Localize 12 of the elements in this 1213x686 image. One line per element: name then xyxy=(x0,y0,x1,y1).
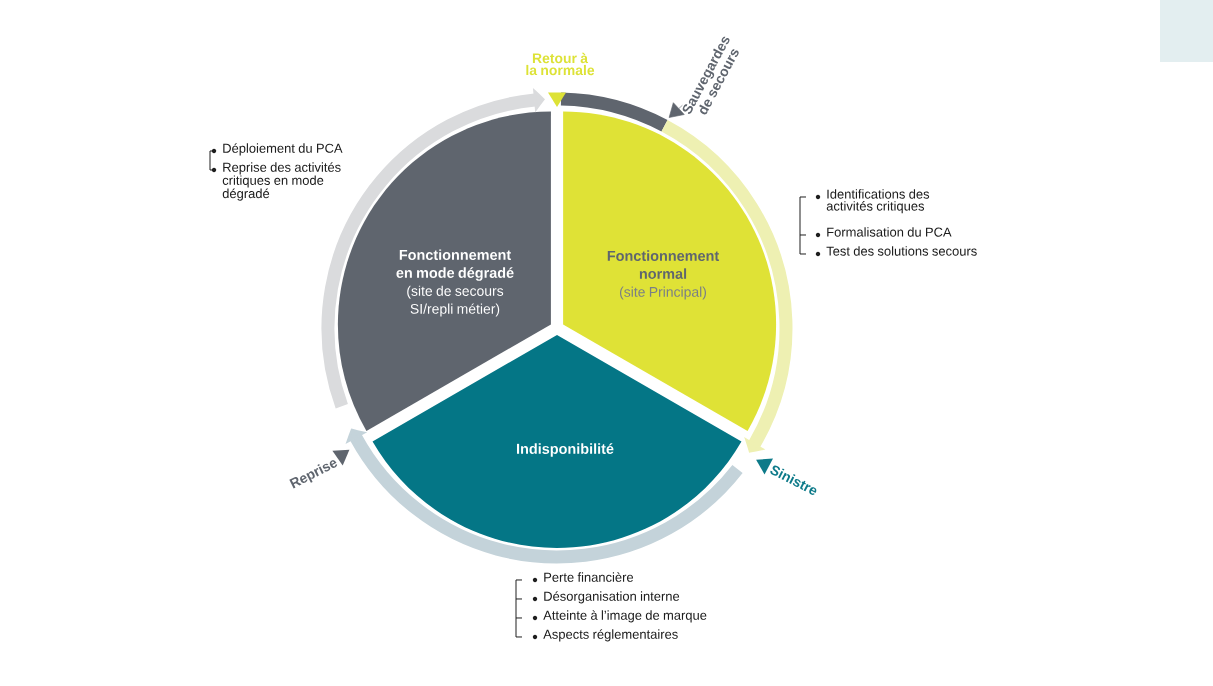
bullet-item: Formalisation du PCA xyxy=(815,227,952,238)
pointer-arrow xyxy=(668,102,685,118)
bullet-item: Reprise des activités critiques en mode dégradé xyxy=(211,162,341,201)
bullet-item: Désorganisation interne xyxy=(532,591,680,604)
bullet-item: Perte financière xyxy=(532,572,634,583)
bullet-item: Atteinte à l’image de marque xyxy=(532,610,707,623)
pie-sector: Indisponibilité xyxy=(372,335,742,548)
bullet-item: Aspects réglementaires xyxy=(532,629,678,642)
bullet-item: Identifications des activités critiques xyxy=(815,189,930,214)
bullet-item: Déploiement du PCA xyxy=(211,143,343,156)
cycle-arrow xyxy=(661,120,793,453)
bullet-item: Test des solutions secours xyxy=(815,246,977,257)
